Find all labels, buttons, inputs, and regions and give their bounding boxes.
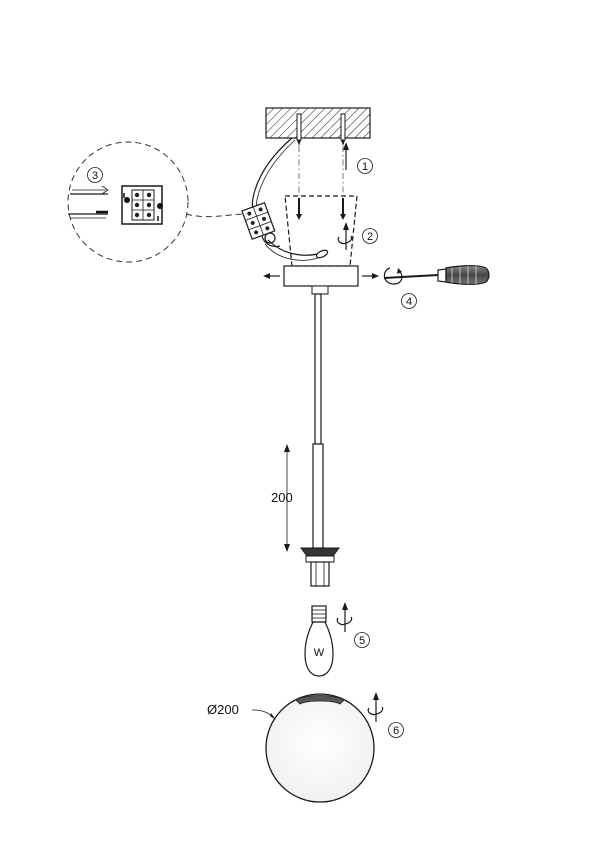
terminal-block <box>241 201 276 240</box>
step-3-label: 3 <box>87 167 103 183</box>
svg-text:6: 6 <box>393 725 399 737</box>
lamp-socket <box>300 547 340 587</box>
canopy <box>284 195 358 267</box>
step-1-arrow <box>343 142 349 170</box>
step-5-label: 5 <box>354 632 370 648</box>
svg-text:Ø200: Ø200 <box>207 702 239 717</box>
rotate-arrow-icon-5 <box>336 602 353 632</box>
plate-arrows <box>263 273 379 279</box>
ceiling-screws <box>296 113 346 146</box>
globe-dimension: Ø200 <box>207 702 276 720</box>
step-1-label: 1 <box>357 158 373 174</box>
suspension-rod <box>312 293 324 549</box>
svg-text:4: 4 <box>406 296 412 308</box>
svg-text:5: 5 <box>359 635 365 647</box>
step-4-label: 4 <box>401 293 417 309</box>
rotate-arrow-icon-2 <box>337 222 353 250</box>
mounting-plate <box>283 265 359 295</box>
svg-text:1: 1 <box>362 161 368 173</box>
svg-text:3: 3 <box>92 170 98 182</box>
step-6-label: 6 <box>388 722 404 738</box>
svg-text:200: 200 <box>271 490 293 505</box>
zoom-wires <box>68 185 109 219</box>
zoom-callout <box>67 141 247 263</box>
terminal-detail <box>121 185 163 225</box>
screwdriver-icon <box>383 265 490 285</box>
step-2-label: 2 <box>362 228 378 244</box>
bulb: W <box>304 605 334 677</box>
glass-globe <box>265 693 375 803</box>
rod-dimension: 200 <box>271 444 293 552</box>
svg-text:2: 2 <box>367 231 373 243</box>
inner-wires <box>261 232 329 261</box>
svg-text:W: W <box>314 647 325 659</box>
rotate-arrow-icon-6 <box>367 692 384 722</box>
ceiling <box>265 107 371 139</box>
